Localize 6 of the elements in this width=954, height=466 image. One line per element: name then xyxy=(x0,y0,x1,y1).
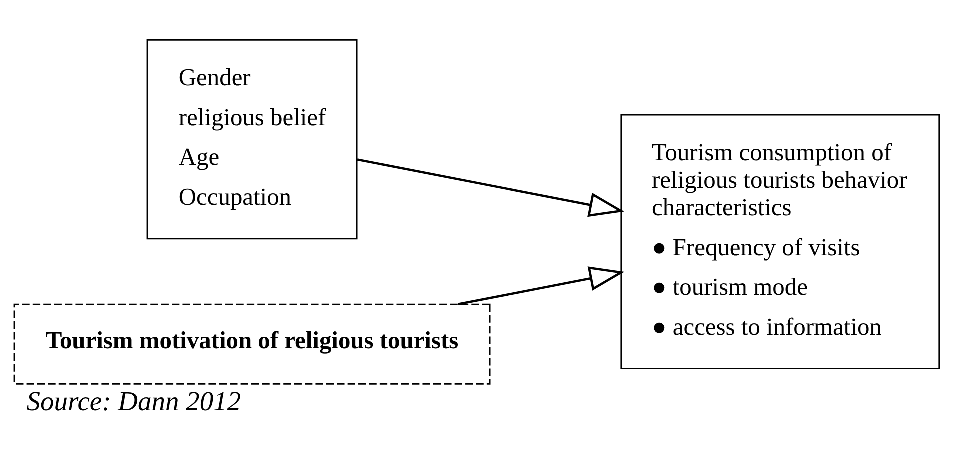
arrow xyxy=(357,158,624,217)
caption: Source: Dann 2012 xyxy=(26,385,242,416)
node-box: Tourism consumption of religious tourists behavior characteristics ● Frequency of visits ● tourism mode ● access to information xyxy=(620,114,940,370)
node-box: Tourism motivation of religious tourists xyxy=(14,303,491,384)
arrow xyxy=(458,266,625,306)
node-box: Gender religious belief Age Occupation xyxy=(146,38,358,240)
